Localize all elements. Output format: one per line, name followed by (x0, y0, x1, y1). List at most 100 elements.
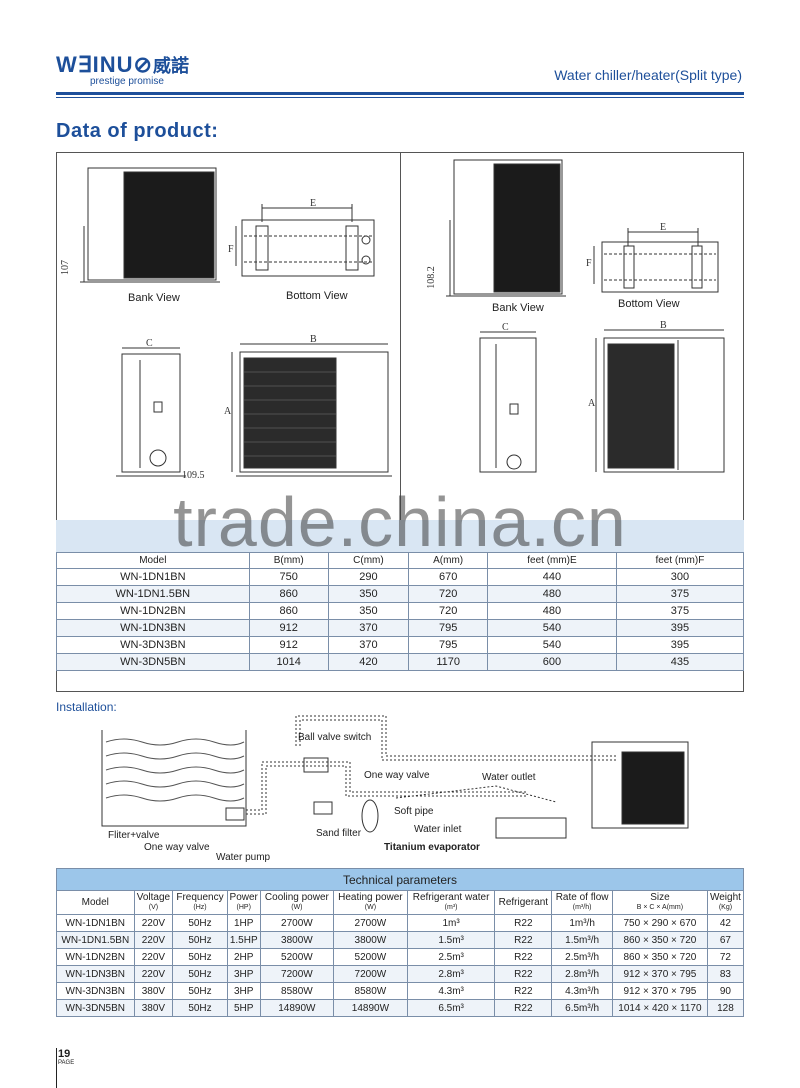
tech-table-cell: R22 (494, 999, 553, 1017)
tech-header-unit: B × C × A(mm) (636, 903, 684, 911)
tech-table-cell: 2.5m³/h (551, 948, 613, 966)
tech-table-cell: 3HP (226, 982, 261, 1000)
header-rule-thick (56, 92, 744, 95)
right-bank-view-label: Bank View (492, 302, 544, 314)
dimension-table-cell: WN-1DN3BN (56, 619, 250, 637)
dimension-table-cell: 375 (615, 585, 745, 603)
tech-table-cell: R22 (494, 948, 553, 966)
dimension-table-cell: 750 (248, 568, 329, 586)
left-bottom-dim: 109.5 (182, 470, 205, 481)
dimension-table-cell: 375 (615, 602, 745, 620)
tech-table-cell: 1m³/h (551, 914, 613, 932)
tech-table-cell: 912 × 370 × 795 (611, 982, 708, 1000)
dimension-table-cell: 1014 (248, 653, 329, 671)
brand-logo: W∃INU⊘威諾 prestige promise (56, 52, 189, 87)
tech-header-main: Heating power (338, 891, 403, 903)
dimension-table-cell: 912 (248, 619, 329, 637)
dimension-table-cell: 395 (615, 636, 745, 654)
tech-table-cell: 1014 × 420 × 1170 (611, 999, 708, 1017)
tech-table-cell: 380V (133, 999, 174, 1017)
left-dim-a: A (224, 406, 232, 417)
left-bank-view-drawing (80, 167, 220, 283)
tech-table-cell: 3800W (259, 931, 334, 949)
tech-table-cell: 1.5m³/h (551, 931, 613, 949)
tech-table-cell: 860 × 350 × 720 (611, 931, 708, 949)
dimension-table-cell: 720 (408, 585, 489, 603)
dim-col-b: B(mm) (248, 552, 329, 569)
tech-header-cell: Weight(Kg) (706, 890, 745, 915)
tech-header-main: Frequency (176, 891, 224, 903)
tech-table-cell: 2.8m³/h (551, 965, 613, 983)
right-dim-e: E (660, 222, 667, 233)
ball-valve (303, 757, 329, 773)
tech-table-cell: WN-1DN1BN (56, 914, 135, 932)
label-one-way-valve-bottom: One way valve (144, 842, 210, 853)
dimension-table: Model B(mm) C(mm) A(mm) feet (mm)E feet … (56, 552, 745, 671)
tech-table-cell: 4.3m³ (406, 982, 496, 1000)
tech-table-cell: 4.3m³/h (551, 982, 613, 1000)
tech-header-main: Rate of flow (555, 891, 609, 903)
tech-header-unit: (W) (291, 903, 303, 911)
tech-table-cell: 220V (133, 948, 174, 966)
sand-filter (361, 799, 379, 833)
dimension-table-cell: 540 (487, 619, 617, 637)
tech-table-cell: R22 (494, 965, 553, 983)
tech-table-cell: 860 × 350 × 720 (611, 948, 708, 966)
tech-table-cell: WN-1DN1.5BN (56, 931, 135, 949)
tech-table-cell: 90 (706, 982, 745, 1000)
dimension-table-cell: 435 (615, 653, 745, 671)
tech-header-unit: (V) (148, 903, 159, 911)
tech-header-unit: (m³) (444, 903, 458, 911)
tech-table-cell: 6.5m³/h (551, 999, 613, 1017)
dim-col-feet-f: feet (mm)F (615, 552, 745, 569)
tech-table-cell: WN-1DN2BN (56, 948, 135, 966)
tech-header-unit: (Hz) (193, 903, 207, 911)
left-front-view-drawing (231, 343, 392, 477)
dimension-table-cell: 290 (327, 568, 410, 586)
pool-waves (105, 738, 245, 802)
tech-table-cell: 50Hz (172, 931, 228, 949)
filter-valve-box (225, 807, 245, 821)
tech-table-cell: 1.5m³ (406, 931, 496, 949)
dimension-table-cell: 600 (487, 653, 617, 671)
tech-table-cell: 7200W (259, 965, 334, 983)
left-dim-b: B (310, 334, 317, 345)
label-sand-filter: Sand filter (316, 828, 362, 839)
tech-table-cell: 14890W (332, 999, 408, 1017)
drawings-divider (400, 152, 401, 532)
dimension-table-cell: WN-1DN2BN (56, 602, 250, 620)
tech-header-main: Model (81, 896, 109, 908)
page-number: 19 (58, 1048, 71, 1060)
tech-header-main: Refrigerant water (412, 891, 490, 903)
right-height-dim: 108.2 (425, 266, 437, 289)
tech-table-cell: 912 × 370 × 795 (611, 965, 708, 983)
right-dim-b: B (660, 320, 667, 331)
tech-table-cell: 50Hz (172, 999, 228, 1017)
right-front-view-drawing (595, 329, 725, 473)
dimension-table-cell: 860 (248, 585, 329, 603)
tech-header-cell: Cooling power(W) (259, 890, 334, 915)
tech-table-cell: 1.5HP (226, 931, 261, 949)
dimension-table-cell: 795 (408, 619, 489, 637)
brand-cjk: 威諾 (153, 56, 189, 76)
tech-table-cell: 1m³ (406, 914, 496, 932)
tech-table-cell: 2HP (226, 948, 261, 966)
heat-pump-unit (591, 741, 689, 829)
tech-table-cell: 50Hz (172, 948, 228, 966)
left-dim-c: C (146, 338, 153, 349)
tech-table-cell: 7200W (332, 965, 408, 983)
dimension-table-cell: WN-1DN1BN (56, 568, 250, 586)
tech-table-cell: 5HP (226, 999, 261, 1017)
tech-table-cell: WN-3DN3BN (56, 982, 135, 1000)
tech-table-cell: 380V (133, 982, 174, 1000)
tech-table-cell: 3HP (226, 965, 261, 983)
tech-table-cell: 50Hz (172, 982, 228, 1000)
installation-title: Installation: (56, 700, 117, 714)
tech-table-cell: 8580W (332, 982, 408, 1000)
right-bank-view-drawing (446, 159, 566, 297)
